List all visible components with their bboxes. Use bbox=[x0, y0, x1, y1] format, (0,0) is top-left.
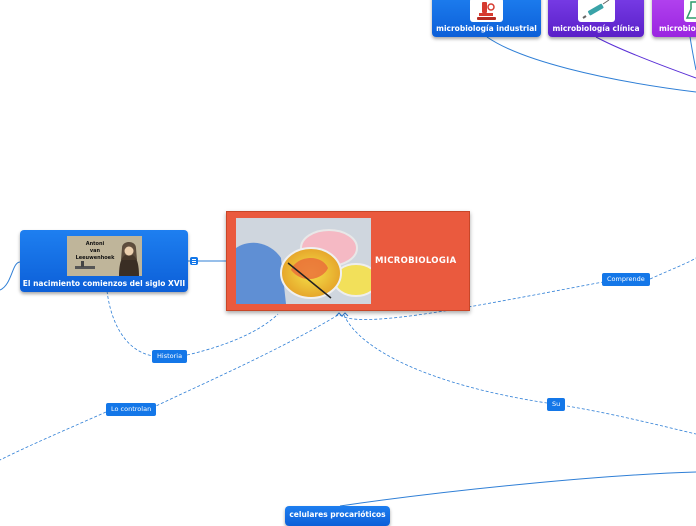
portrait-image: Antoni van Leeuwenhoek bbox=[67, 236, 142, 276]
petri-dish-illustration bbox=[236, 218, 371, 304]
link-left-edge bbox=[0, 262, 20, 290]
node-celulares-procarioticos[interactable]: celulares procarióticos bbox=[285, 506, 390, 526]
microscope-thumbnail bbox=[470, 0, 503, 22]
node-label: microbiol bbox=[659, 24, 696, 33]
link-su-out bbox=[567, 406, 696, 434]
link-procariotas bbox=[340, 472, 696, 506]
petri-dish-image bbox=[236, 218, 371, 304]
node-microbiologia-third[interactable]: microbiol bbox=[652, 0, 696, 37]
link-historia-central bbox=[187, 314, 278, 355]
link-su bbox=[344, 315, 547, 403]
link-clinica bbox=[596, 37, 696, 78]
leeuwenhoek-portrait: Antoni van Leeuwenhoek bbox=[67, 236, 142, 276]
link-lo-controlan-out bbox=[0, 412, 106, 460]
link-comprende-out bbox=[650, 258, 696, 279]
node-microbiologia-clinica[interactable]: microbiología clínica bbox=[548, 0, 644, 37]
central-title: MICROBIOLOGIA bbox=[375, 256, 456, 266]
node-microbiologia-industrial[interactable]: microbiología industrial bbox=[432, 0, 541, 37]
flask-thumbnail bbox=[684, 0, 696, 22]
syringe-thumbnail bbox=[578, 0, 615, 22]
central-node-microbiologia[interactable]: MICROBIOLOGIA bbox=[226, 211, 470, 311]
node-label: microbiología clínica bbox=[548, 24, 644, 33]
tag-su[interactable]: Su bbox=[547, 398, 565, 411]
portrait-caption-3: Leeuwenhoek bbox=[76, 255, 115, 261]
portrait-caption-2: van bbox=[90, 248, 101, 254]
node-label: El nacimiento comienzos del siglo XVII bbox=[20, 279, 188, 288]
syringe-icon bbox=[578, 0, 615, 22]
link-industrial bbox=[487, 37, 696, 92]
tag-lo-controlan[interactable]: Lo controlan bbox=[106, 403, 156, 416]
node-historia-nacimiento[interactable]: Antoni van Leeuwenhoek El nacimiento com… bbox=[20, 230, 188, 292]
tag-historia[interactable]: Historia bbox=[152, 350, 187, 363]
portrait-caption-1: Antoni bbox=[86, 241, 105, 247]
node-label: microbiología industrial bbox=[432, 24, 541, 33]
link-historia bbox=[107, 291, 153, 356]
node-label: celulares procarióticos bbox=[285, 510, 390, 519]
notes-icon[interactable] bbox=[190, 257, 198, 265]
flask-icon bbox=[684, 0, 696, 22]
microscope-icon bbox=[470, 0, 503, 22]
tag-comprende[interactable]: Comprende bbox=[602, 273, 650, 286]
